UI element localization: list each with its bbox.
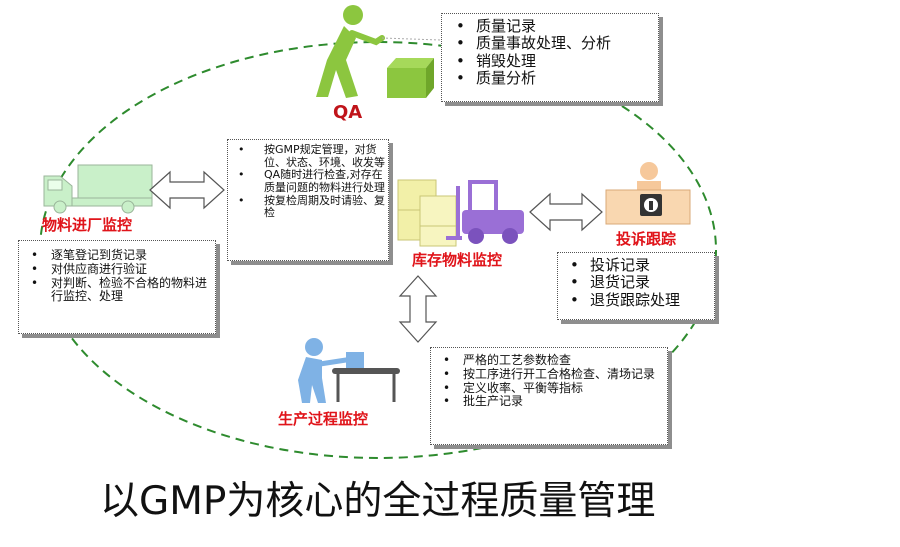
incoming-item: 逐笔登记到货记录 [23,248,211,263]
double-arrow-icon [529,192,603,232]
production-item: 批生产记录 [435,395,663,409]
complaint-item: 退货记录 [562,273,710,291]
storage-item: 按GMP规定管理，对货位、状态、环境、收发等 [230,143,386,169]
incoming-item: 对供应商进行验证 [23,262,211,277]
page-title: 以GMP为核心的全过程质量管理 [100,479,656,524]
complaint-item: 退货跟踪处理 [562,291,710,309]
incoming-item: 对判断、检验不合格的物料进行监控、处理 [23,276,211,305]
qa-box: 质量记录 质量事故处理、分析 销毁处理 质量分析 [441,13,659,102]
complaint-box: 投诉记录 退货记录 退货跟踪处理 [557,252,715,320]
qa-item: 质量记录 [448,17,652,35]
storage-item: QA随时进行检查,对存在质量问题的物料进行处理 [230,168,386,194]
production-item: 定义收率、平衡等指标 [435,381,663,396]
qa-item: 销毁处理 [448,52,652,70]
qa-label: QA [333,102,363,123]
qa-item: 质量事故处理、分析 [448,34,652,52]
forklift-icon [446,180,524,244]
double-arrow-icon [149,170,225,210]
qa-item: 质量分析 [448,69,652,87]
production-worker-icon [298,338,400,403]
complaint-label: 投诉跟踪 [616,230,677,248]
production-item: 严格的工艺参数检查 [435,353,663,368]
incoming-label: 物料进厂监控 [42,216,133,234]
warehouse-boxes-icon [397,179,457,247]
customer-service-icon [605,162,691,225]
production-label: 生产过程监控 [278,410,369,428]
qa-person-icon [316,5,441,98]
storage-box: 按GMP规定管理，对货位、状态、环境、收发等 QA随时进行检查,对存在质量问题的… [227,139,389,261]
double-arrow-icon [398,275,438,343]
storage-item: 按复检周期及时请验、复检 [230,194,386,220]
production-box: 严格的工艺参数检查 按工序进行开工合格检查、清场记录 定义收率、平衡等指标 批生… [430,347,668,445]
truck-icon [43,164,153,214]
complaint-item: 投诉记录 [562,256,710,274]
cycle-ellipse [39,41,717,459]
storage-label: 库存物料监控 [412,251,503,269]
incoming-box: 逐笔登记到货记录 对供应商进行验证 对判断、检验不合格的物料进行监控、处理 [18,240,216,334]
production-item: 按工序进行开工合格检查、清场记录 [435,367,663,382]
